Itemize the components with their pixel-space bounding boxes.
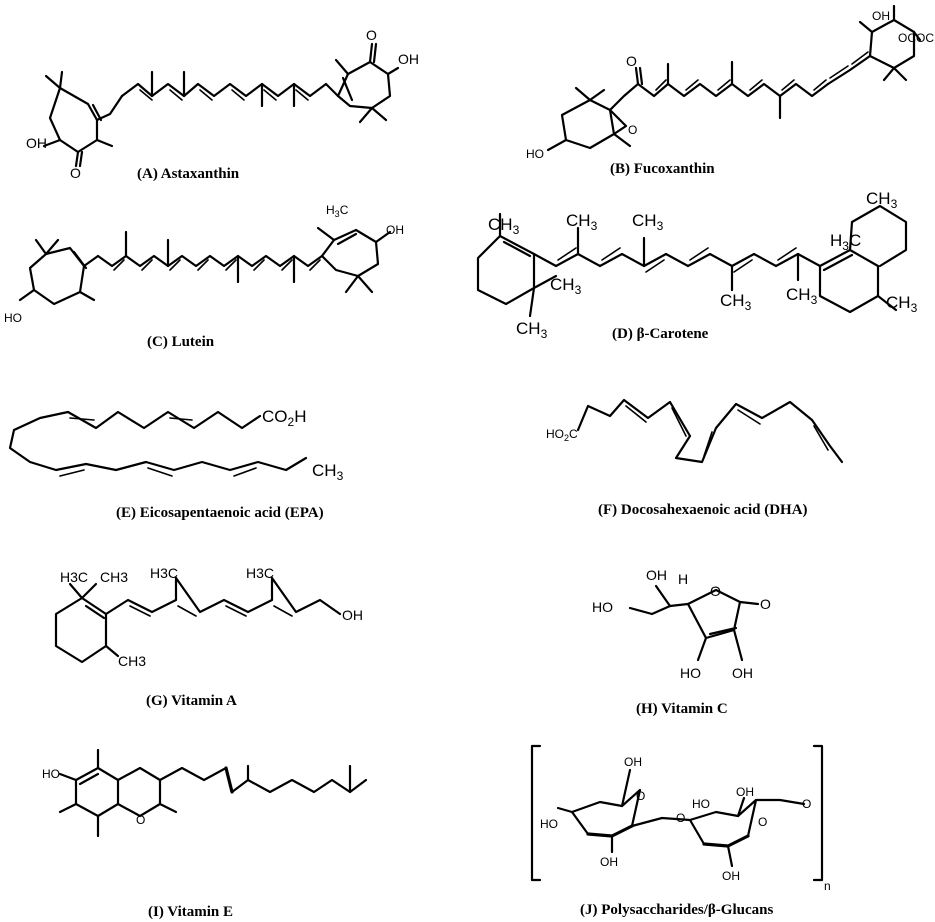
atom-label: OH: [624, 755, 642, 769]
structure-beta-carotene: CH3 CH3 CH3 CH3 CH3 CH3 CH3 CH3 H3C CH3: [476, 189, 918, 341]
caption-b: (B) Fucoxanthin: [610, 161, 715, 177]
atom-label: O: [628, 123, 637, 137]
atom-label: CH3: [886, 293, 918, 315]
caption-i: (I) Vitamin E: [148, 904, 233, 920]
structure-dha: HO2C: [546, 398, 844, 464]
atom-label: O: [676, 811, 685, 825]
atom-label: CH3: [550, 275, 582, 297]
structure-fucoxanthin: OH OCOCH3 O O HO: [526, 4, 935, 161]
atom-label: H3C: [246, 565, 274, 581]
atom-label: O: [802, 797, 811, 811]
atom-label: CH3: [632, 211, 664, 233]
atom-label: O: [366, 27, 377, 43]
atom-label: CH3: [488, 215, 520, 237]
atom-label: O: [710, 583, 721, 599]
caption-a: (A) Astaxanthin: [137, 166, 240, 182]
atom-label: O: [758, 815, 767, 829]
atom-label: CH3: [786, 285, 818, 307]
atom-label: O: [636, 789, 645, 803]
atom-label: n: [824, 879, 831, 893]
caption-g: (G) Vitamin A: [146, 693, 237, 709]
atom-label: HO: [680, 665, 701, 681]
atom-label: CH3: [516, 319, 548, 341]
atom-label: H3C: [60, 569, 88, 585]
structure-beta-glucan: OH HO OH O O HO OH O O OH n: [530, 744, 831, 893]
caption-h: (H) Vitamin C: [636, 701, 728, 717]
atom-label: O: [70, 165, 81, 181]
atom-label: HO: [42, 767, 60, 781]
atom-label: HO: [540, 817, 558, 831]
structure-vitamin-a: H3C CH3 H3C H3C CH3 OH: [54, 565, 363, 669]
caption-f: (F) Docosahexaenoic acid (DHA): [598, 502, 808, 518]
atom-label: CH3: [720, 291, 752, 313]
atom-label: O: [760, 596, 771, 612]
caption-c: (C) Lutein: [147, 334, 215, 350]
structure-vitamin-c: OH H O O HO HO OH: [592, 567, 771, 681]
atom-label: CH3: [866, 189, 898, 211]
atom-label: HO: [4, 311, 22, 325]
caption-d: (D) β-Carotene: [612, 326, 709, 342]
atom-label: OH: [26, 135, 47, 151]
atom-label: OH: [600, 855, 618, 869]
atom-label: HO: [692, 797, 710, 811]
atom-label: OH: [342, 607, 363, 623]
atom-label: OH: [398, 51, 419, 67]
atom-label: OH: [732, 665, 753, 681]
atom-label: HO: [526, 147, 544, 161]
atom-label: OH: [872, 9, 890, 23]
structure-epa: CO2H CH3: [8, 407, 344, 483]
atom-label: OH: [646, 567, 667, 583]
atom-label: CO2H: [262, 407, 306, 429]
structure-vitamin-e: HO O: [42, 748, 368, 838]
atom-label: O: [626, 53, 637, 69]
atom-label: O: [136, 813, 145, 827]
atom-label: H3C: [150, 565, 178, 581]
atom-label: OH: [722, 869, 740, 883]
atom-label: H3C: [830, 231, 861, 253]
atom-label: H3C: [326, 203, 349, 219]
caption-j: (J) Polysaccharides/β-Glucans: [580, 902, 773, 918]
atom-label: HO2C: [546, 427, 578, 443]
atom-label: HO: [592, 599, 613, 615]
structure-astaxanthin: OH O O OH: [26, 27, 419, 181]
structure-lutein: H3C OH HO: [4, 203, 404, 325]
atom-label: CH3: [100, 569, 128, 585]
atom-label: OCOCH3: [898, 31, 935, 47]
atom-label: H: [678, 571, 688, 587]
atom-label: OH: [736, 785, 754, 799]
atom-label: CH3: [312, 461, 344, 483]
atom-label: OH: [386, 223, 404, 237]
caption-e: (E) Eicosapentaenoic acid (EPA): [116, 505, 324, 521]
atom-label: CH3: [566, 211, 598, 233]
atom-label: CH3: [118, 653, 146, 669]
